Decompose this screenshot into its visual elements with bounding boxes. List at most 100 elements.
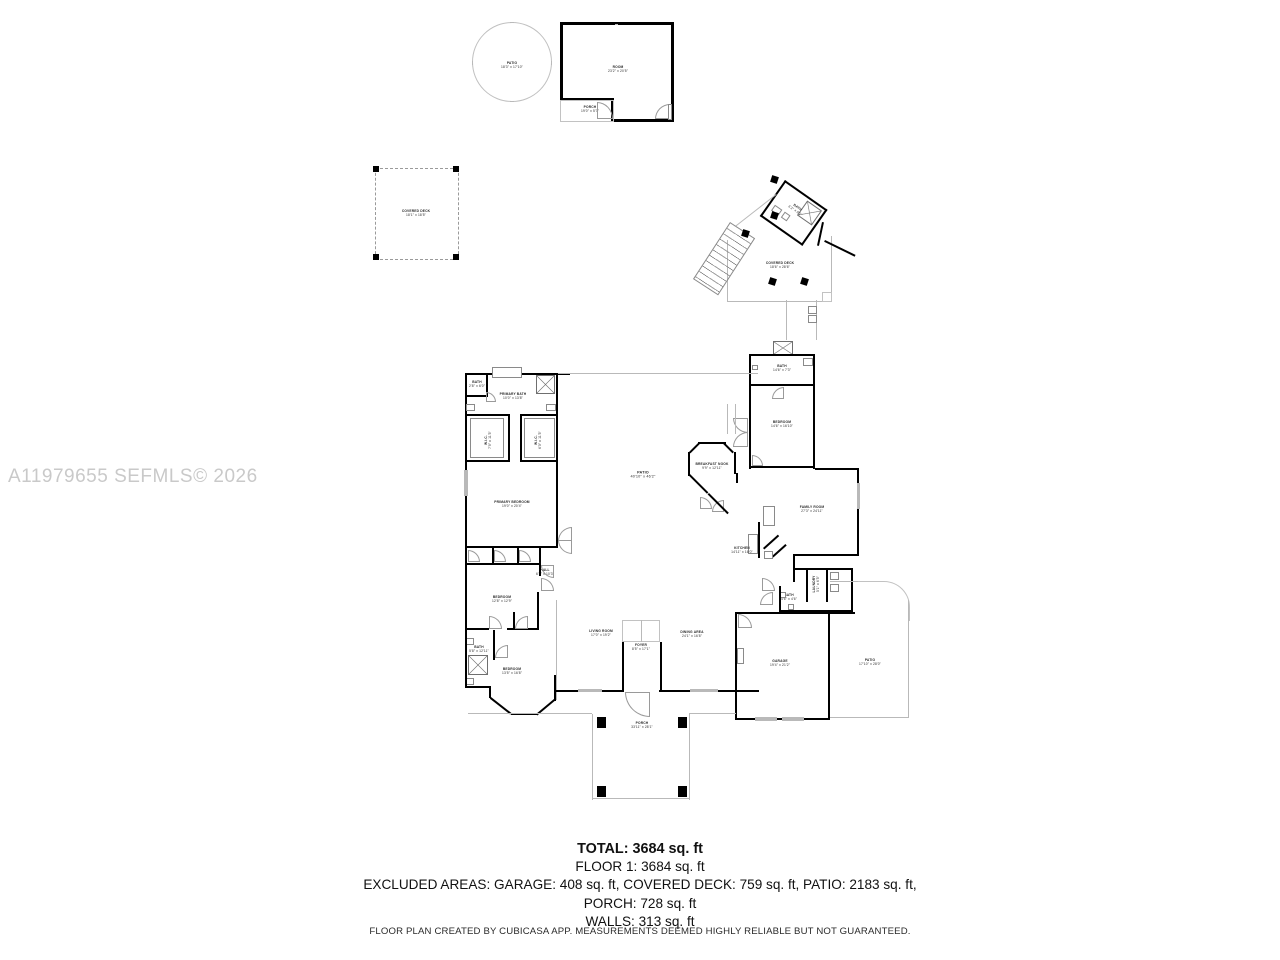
bedroom-west-door (489, 616, 502, 629)
room-label-closet-right: W.I.C. 6'0" x 11'5" (534, 431, 542, 449)
bedroom-west-wall-right (537, 592, 539, 630)
room-label-laundry: LAUNDRY 5'1" x 6'5" (812, 575, 820, 593)
room-label-detached-patio: PATIO 18'3" x 17'10" (500, 61, 524, 69)
kitchen-wall-diag-b (772, 543, 787, 558)
room-label-standalone-deck: COVERED DECK 18'1" x 18'5" (401, 209, 431, 217)
summary-excluded: EXCLUDED AREAS: GARAGE: 408 sq. ft, COVE… (363, 877, 917, 893)
room-label-bedroom-west: BEDROOM 12'8" x 12'9" (491, 595, 513, 603)
sw-wall-bay-left (489, 686, 492, 698)
primary-bath-tub (492, 367, 522, 378)
small-bath-wall-right (486, 375, 488, 397)
summary-floor1: FLOOR 1: 3684 sq. ft (575, 859, 705, 875)
room-wall-bottom-left (560, 98, 613, 101)
laundry-wall-top (793, 568, 853, 570)
room-label-ne-bath: BATH 14'6" x 7'3" (772, 364, 792, 372)
room-label-bath-laundry: BATH 4'6" x 4'6" (780, 593, 798, 601)
ne-bath-shower (773, 341, 793, 355)
nook-wall-se (736, 473, 739, 483)
porch-post-sw (597, 786, 606, 797)
closet-left-shelving (470, 418, 504, 458)
deck-post-sw (373, 254, 379, 260)
sw-bay-bottom (511, 713, 537, 716)
room-label-garage: GARAGE 19'4" x 21'2" (769, 659, 791, 667)
hall-door-b (541, 578, 554, 591)
family-wall-bl (793, 554, 796, 568)
primary-bedroom-window-w (464, 470, 468, 496)
bath-sw-shower (468, 655, 488, 675)
upper-bath-rot: BATH 6'2" x 8'1" (759, 180, 828, 246)
room-tick-a (615, 24, 618, 25)
mls-watermark: A11979655 SEFMLS© 2026 (8, 466, 258, 487)
deck-post-3 (768, 277, 777, 286)
closet-right-wall-left (520, 414, 522, 462)
rear-patio-edge-e (908, 600, 909, 718)
hall-closet-door-c (519, 550, 531, 562)
kitchen-counter-left (748, 534, 758, 554)
bath-sw-wall-right (493, 630, 495, 660)
ne-bedroom-wall-left (749, 386, 752, 469)
laundry-wall-right (851, 568, 854, 612)
hall-wall-top (465, 563, 539, 565)
patio-tick-bottom (510, 101, 514, 102)
garage-door-opening-a (755, 717, 777, 721)
laundry-hall-door-b (760, 592, 773, 605)
ne-bath-wall-left (749, 354, 752, 387)
patio-tick-right (551, 61, 552, 65)
nook-wall-top (698, 442, 726, 445)
room-label-family-room: FAMILY ROOM 27'3" x 24'11" (799, 505, 825, 513)
room-label-ne-bedroom: BEDROOM 14'6" x 16'10" (770, 420, 794, 428)
hall-closet-door-b (494, 550, 506, 562)
ne-bedroom-door-b (733, 432, 748, 447)
primary-bedroom-door-a (558, 527, 572, 541)
room-label-front-porch: PORCH 33'11" x 28'1" (631, 721, 653, 729)
closet-left-wall-top (466, 414, 510, 416)
deck-post-nw (373, 166, 379, 172)
deck-edge-s (727, 301, 832, 302)
closet-right-wall-top (520, 414, 557, 416)
garage-wall-top (735, 612, 855, 615)
west-wall-upper (465, 548, 468, 616)
laundry-dryer (830, 584, 839, 592)
garage-wall-right (828, 612, 831, 720)
room-label-primary-small-bath: BATH 2'8" x 6'0" (468, 380, 486, 388)
ne-bath-door (772, 387, 784, 399)
nook-wall-sw (688, 474, 709, 495)
deck-post-5 (770, 175, 779, 184)
deck-dash-bottom (375, 259, 458, 260)
sw-wall-east (554, 675, 557, 701)
kitchen-appliance (764, 551, 773, 559)
nook-wall-nw (722, 442, 734, 454)
room-label-primary-bedroom: PRIMARY BEDROOM 19'0" x 20'4" (494, 500, 530, 508)
deck-corridor-left (786, 300, 787, 340)
primary-bath-vanity-left (466, 404, 475, 411)
laundry-wall-mid2 (826, 568, 828, 602)
primary-wing-wall-right (556, 373, 559, 548)
sw-wall-west (465, 616, 468, 688)
bath-laundry-wall-bottom (779, 610, 853, 613)
corridor-fixture-a (808, 306, 817, 314)
upper-bath-toilet (780, 211, 791, 222)
deck-edge-e (831, 236, 832, 302)
rear-patio-curve (858, 581, 910, 621)
hall-divider-b (517, 548, 519, 564)
room-label-foyer: FOYER 8'5" x 17'1" (631, 643, 651, 651)
hall-wall-right (539, 548, 541, 576)
living-room-edge-w (556, 600, 557, 700)
kitchen-wall-diag-a (763, 534, 780, 550)
deck-rail-b (823, 240, 856, 258)
room-label-center-patio: PATIO 40'10" x 46'2" (630, 470, 656, 479)
hall-closet-door-a (468, 550, 480, 562)
ne-bedroom-wall-bottom (749, 466, 815, 469)
family-wall-bottom (793, 554, 859, 557)
closet-left-wall-right (508, 414, 510, 462)
nook-wall-right (734, 452, 737, 474)
front-window-left (578, 689, 602, 692)
area-summary: TOTAL: 3684 sq. ft FLOOR 1: 3684 sq. ft … (0, 840, 1280, 931)
room-label-primary-bath: PRIMARY BATH 10'0" x 13'8" (499, 392, 527, 400)
summary-total: TOTAL: 3684 sq. ft (577, 841, 703, 857)
deck-dash-right (458, 168, 459, 259)
garage-wall-left (735, 612, 738, 720)
family-window-e (857, 483, 860, 509)
room-wall-right (671, 22, 674, 122)
ne-bath-wall-bottom (749, 384, 815, 387)
